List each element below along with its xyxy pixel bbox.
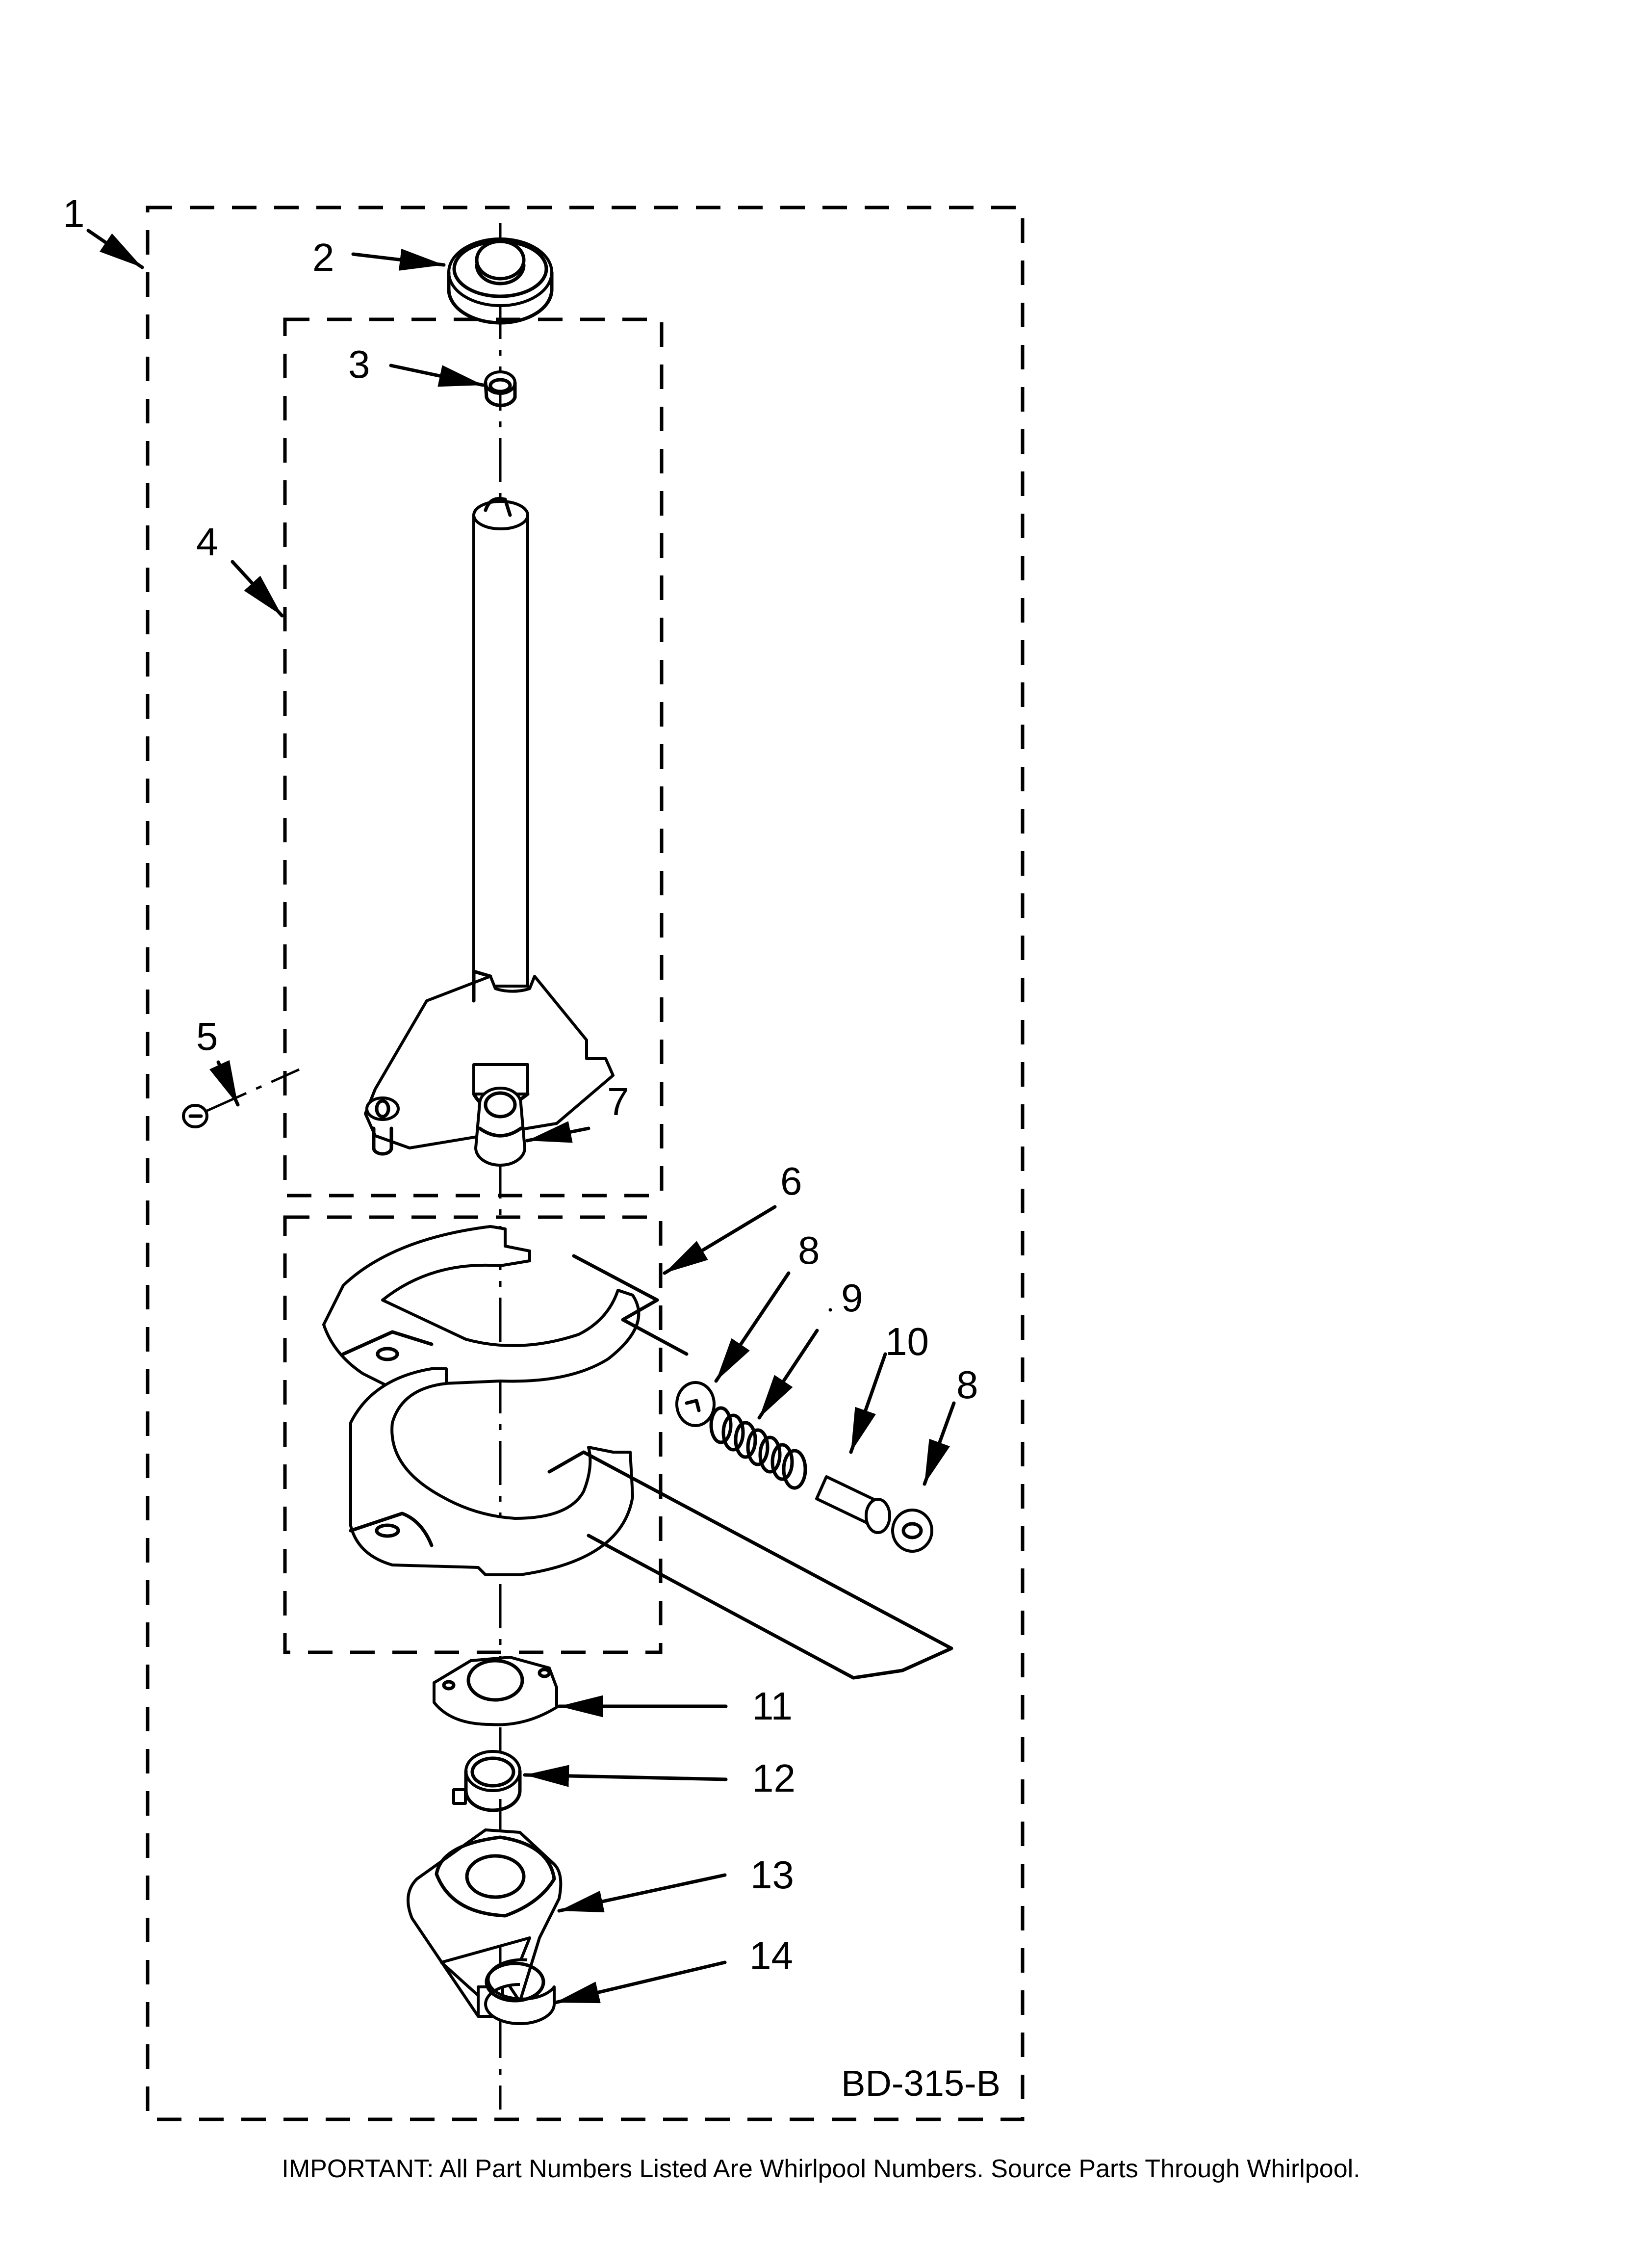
callout-11: 11 (557, 1684, 793, 1728)
callout-5: 5 (196, 1015, 240, 1107)
bushing-part (474, 1087, 526, 1167)
callout-13: 13 (557, 1853, 794, 1913)
callout-label: 9 (841, 1276, 863, 1320)
callout-10: 10 (849, 1320, 929, 1454)
lower-brake-shoe-part (349, 1367, 634, 1576)
callout-label: 12 (752, 1756, 795, 1800)
callout-label: 4 (196, 520, 218, 564)
washer-part-right (891, 1509, 933, 1553)
callout-label: 8 (798, 1228, 820, 1272)
callout-label: 5 (196, 1015, 218, 1058)
drive-lever-arm-part (407, 1828, 563, 2018)
spring-part (709, 1406, 807, 1490)
spring-group-leader-upper (572, 1254, 689, 1356)
assembly-outline-box (146, 206, 1025, 2121)
callout-label: 6 (780, 1159, 802, 1203)
callout-label: 10 (885, 1320, 929, 1363)
pin-part (815, 1475, 891, 1534)
callout-8-left: 8 (714, 1228, 820, 1383)
callout-3: 3 (348, 342, 485, 387)
spring-group-leader-lower (547, 1450, 953, 1680)
callout-12: 12 (523, 1756, 795, 1800)
callout-label: 13 (750, 1853, 794, 1897)
callout-14: 14 (553, 1934, 793, 2005)
callout-7: 7 (525, 1080, 629, 1143)
callout-1: 1 (63, 192, 144, 269)
callout-2: 2 (312, 235, 446, 279)
callout-label: 11 (752, 1684, 793, 1728)
e-ring-part (182, 1068, 300, 1128)
brake-shoe-assembly-box (283, 1215, 663, 1654)
retaining-ring-part (484, 1958, 556, 2025)
brake-cam-ring-part (452, 1750, 522, 1812)
callout-label: 14 (749, 1934, 793, 1978)
bearing-bushing-part (484, 370, 517, 407)
callout-6: 6 (663, 1159, 802, 1275)
callout-label: 2 (312, 235, 334, 279)
upper-brake-shoe-part (322, 1225, 641, 1387)
callout-label: 3 (348, 342, 370, 386)
diagram-code: BD-315-B (841, 2063, 1001, 2104)
seal-ring-part (447, 237, 554, 325)
callout-label: 1 (63, 192, 85, 235)
shaft-cam-part (364, 496, 615, 1156)
washer-part-left (675, 1381, 716, 1427)
cam-plate-part (433, 1656, 558, 1726)
callout-label: 8 (956, 1363, 978, 1407)
callout-4: 4 (196, 520, 284, 618)
footer-note: IMPORTANT: All Part Numbers Listed Are W… (282, 2155, 1360, 2183)
callout-9: 9 (757, 1276, 863, 1420)
callout-8-right: 8 (828, 1308, 978, 1486)
callout-label: 7 (607, 1080, 629, 1123)
